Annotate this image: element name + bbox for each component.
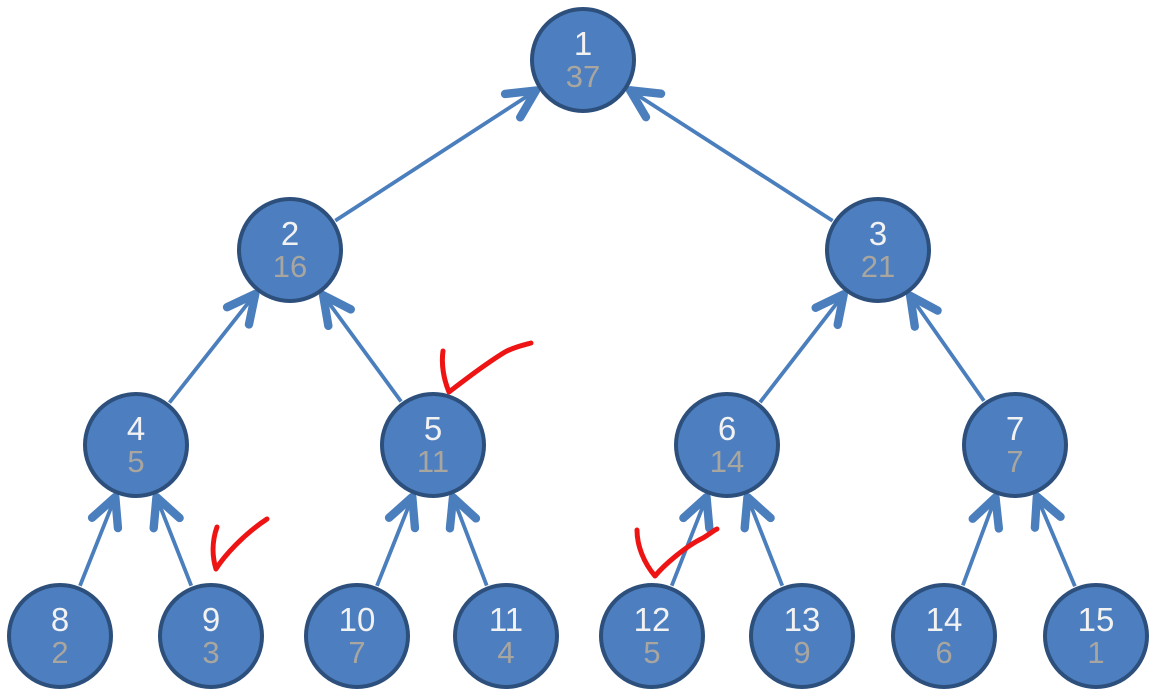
node-value: 21 <box>860 249 896 285</box>
node-index: 5 <box>423 409 443 447</box>
node-value: 1 <box>1087 635 1105 671</box>
node-index: 12 <box>633 600 671 638</box>
node-index: 3 <box>868 214 888 252</box>
node-index: 1 <box>573 24 593 62</box>
tree-node-12: 12 5 <box>599 583 705 689</box>
node-value: 16 <box>272 249 308 285</box>
node-index: 8 <box>50 600 70 638</box>
node-value: 2 <box>51 635 69 671</box>
node-value: 7 <box>348 635 366 671</box>
tree-node-3: 3 21 <box>825 197 931 303</box>
tree-node-13: 13 9 <box>749 583 855 689</box>
edge-14-to-7 <box>961 493 1004 587</box>
tree-node-14: 14 6 <box>891 583 997 689</box>
node-index: 14 <box>925 600 963 638</box>
tree-node-10: 10 7 <box>304 583 410 689</box>
edge-9-to-4 <box>149 492 194 587</box>
node-index: 6 <box>717 409 737 447</box>
checkmark-near-node-12 <box>634 526 720 579</box>
edge-12-to-6 <box>669 492 714 587</box>
tree-node-5: 5 11 <box>380 392 486 498</box>
node-index: 9 <box>201 600 221 638</box>
node-value: 3 <box>202 635 220 671</box>
node-value: 6 <box>935 635 953 671</box>
node-value: 9 <box>793 635 811 671</box>
edge-2-to-1 <box>334 86 541 223</box>
node-value: 37 <box>565 59 601 95</box>
tree-node-2: 2 16 <box>237 197 343 303</box>
edge-10-to-5 <box>375 492 420 587</box>
node-index: 2 <box>280 214 300 252</box>
edge-3-to-1 <box>625 86 834 223</box>
node-value: 5 <box>127 444 145 480</box>
edge-13-to-6 <box>740 492 785 587</box>
tree-node-6: 6 14 <box>674 392 780 498</box>
node-index: 15 <box>1077 600 1115 638</box>
node-value: 4 <box>497 635 515 671</box>
tree-node-11: 11 4 <box>453 583 559 689</box>
checkmark-near-node-9 <box>210 516 270 572</box>
tree-node-8: 8 2 <box>7 583 113 689</box>
parent-child-arrows <box>78 86 1077 588</box>
edge-8-to-4 <box>78 492 123 587</box>
edge-6-to-3 <box>758 290 848 404</box>
node-index: 7 <box>1005 409 1025 447</box>
node-value: 5 <box>643 635 661 671</box>
node-value: 7 <box>1006 444 1024 480</box>
node-index: 10 <box>338 600 376 638</box>
tree-node-7: 7 7 <box>962 392 1068 498</box>
tree-node-4: 4 5 <box>83 392 189 498</box>
node-value: 11 <box>416 444 450 480</box>
edge-4-to-2 <box>167 289 260 404</box>
edge-15-to-7 <box>1030 492 1077 588</box>
node-index: 13 <box>783 600 821 638</box>
tree-node-1: 1 37 <box>530 7 636 113</box>
edge-11-to-5 <box>445 493 489 587</box>
tree-node-15: 15 1 <box>1043 583 1149 689</box>
node-index: 4 <box>126 409 146 447</box>
checkmark-near-node-5 <box>439 340 534 395</box>
edge-5-to-2 <box>318 290 403 403</box>
tree-node-9: 9 3 <box>158 583 264 689</box>
edge-7-to-3 <box>906 291 986 402</box>
node-index: 11 <box>488 600 524 638</box>
node-value: 14 <box>709 444 745 480</box>
